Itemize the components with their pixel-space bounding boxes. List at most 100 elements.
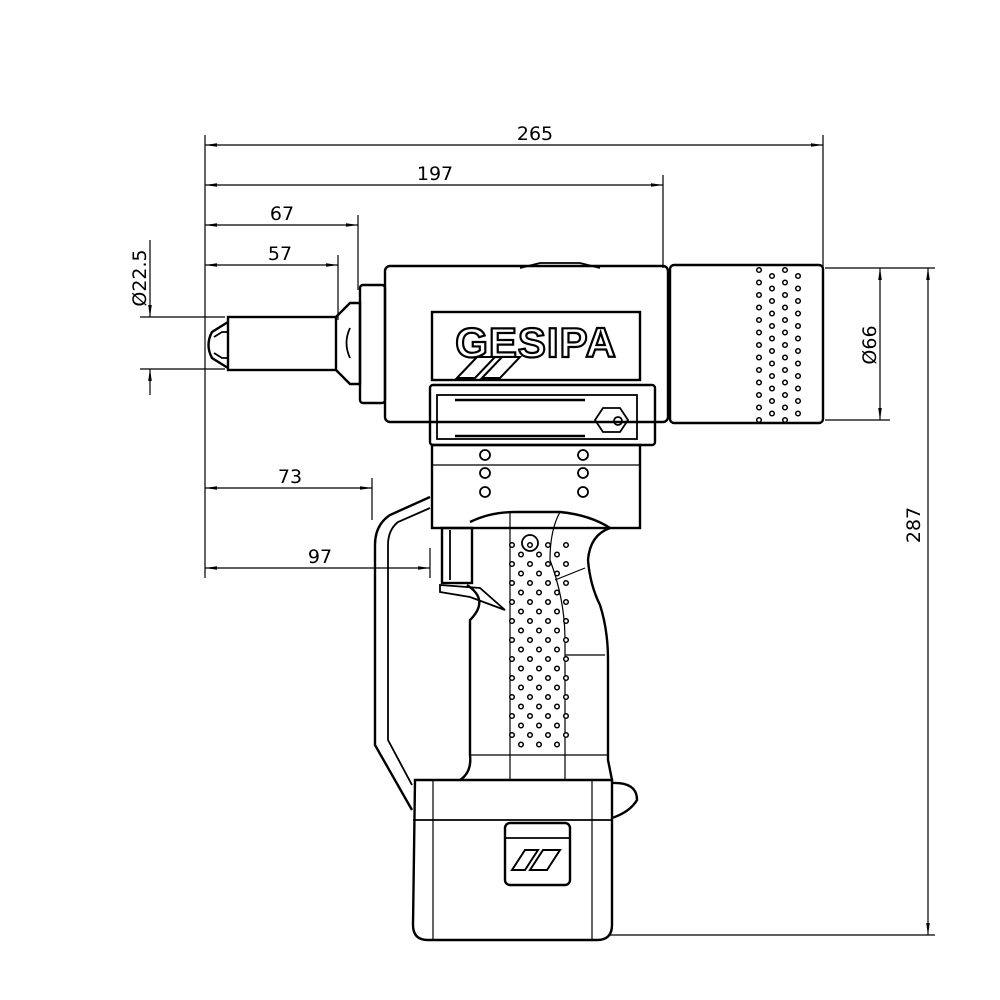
vent-hole <box>508 541 516 549</box>
vent-hole <box>768 372 776 380</box>
hex-bolt-icon <box>593 407 630 433</box>
trigger <box>439 584 506 611</box>
vent-hole <box>781 341 789 349</box>
vent-hole <box>517 570 525 577</box>
dim-label-97: 97 <box>308 546 332 568</box>
vent-hole <box>794 385 802 392</box>
vent-hole <box>544 636 552 644</box>
vent-hole <box>544 655 552 663</box>
vent-hole <box>553 703 561 710</box>
vent-hole <box>794 285 802 292</box>
vent-hole <box>794 360 802 367</box>
vent-hole <box>535 627 543 634</box>
vent-hole <box>526 636 534 644</box>
dim-label-cylinder-diameter: Ø66 <box>859 325 881 364</box>
vent-hole <box>781 329 789 336</box>
vent-hole <box>781 379 789 386</box>
vent-hole <box>544 541 552 549</box>
vent-hole <box>562 560 570 568</box>
vent-hole <box>755 354 763 361</box>
vent-hole <box>544 560 552 568</box>
cylinder-vent-holes <box>755 266 802 424</box>
vent-hole <box>553 741 561 748</box>
vent-hole <box>768 285 776 292</box>
battery-latch[interactable] <box>503 821 572 887</box>
vent-hole <box>553 722 561 729</box>
vent-hole <box>508 579 516 587</box>
vent-hole <box>781 404 789 411</box>
vent-hole <box>562 617 570 625</box>
vent-hole <box>755 379 763 386</box>
vent-hole <box>755 316 763 324</box>
vent-hole <box>768 272 776 280</box>
vent-hole <box>755 404 763 411</box>
vent-hole <box>768 410 776 417</box>
grip <box>439 510 614 781</box>
vent-hole <box>755 279 763 286</box>
vent-hole <box>517 627 525 634</box>
vent-hole <box>517 741 525 748</box>
vent-hole <box>562 636 570 644</box>
vent-hole <box>553 627 561 634</box>
cylinder <box>668 263 825 425</box>
vent-hole <box>755 304 763 311</box>
vent-hole <box>755 266 763 274</box>
dim-label-197: 197 <box>417 163 453 185</box>
vent-hole <box>508 617 516 625</box>
vent-hole <box>755 416 763 424</box>
vent-hole <box>544 712 552 720</box>
battery-logo-icon <box>510 849 562 871</box>
vent-hole <box>562 579 570 587</box>
vent-hole <box>781 391 789 399</box>
vent-hole <box>781 416 789 424</box>
vent-hole <box>768 360 776 367</box>
vent-hole <box>526 541 534 549</box>
vent-hole <box>526 655 534 663</box>
vent-hole <box>553 589 561 596</box>
vent-hole <box>794 410 802 417</box>
vent-hole <box>562 731 570 739</box>
vent-hole <box>562 674 570 682</box>
vent-hole <box>562 693 570 701</box>
vent-hole <box>562 541 570 549</box>
vent-hole <box>794 310 802 317</box>
head-block <box>428 383 657 530</box>
vent-hole <box>517 608 525 615</box>
vent-hole <box>526 712 534 720</box>
vent-hole <box>544 598 552 606</box>
vent-hole <box>508 655 516 663</box>
logo-slashes-icon <box>454 356 523 379</box>
vent-hole <box>517 684 525 691</box>
vent-hole <box>535 703 543 710</box>
vent-hole <box>781 279 789 286</box>
vent-hole <box>544 674 552 682</box>
vent-hole <box>544 731 552 739</box>
vent-hole <box>755 329 763 336</box>
vent-hole <box>535 684 543 691</box>
vent-hole <box>526 598 534 606</box>
hanger-hook <box>373 495 431 811</box>
vent-hole <box>508 598 516 606</box>
vent-hole <box>508 560 516 568</box>
dim-label-67: 67 <box>270 203 294 225</box>
vent-hole <box>535 741 543 748</box>
vent-hole <box>781 291 789 299</box>
vent-hole <box>535 608 543 615</box>
vent-hole <box>781 316 789 324</box>
vent-hole <box>562 655 570 663</box>
vent-hole <box>517 665 525 672</box>
tool-body: GESIPA <box>383 262 670 424</box>
vent-hole <box>755 341 763 349</box>
vent-hole <box>526 674 534 682</box>
dim-label-57: 57 <box>268 243 292 265</box>
vent-hole <box>562 598 570 606</box>
vent-hole <box>544 617 552 625</box>
vent-hole <box>517 589 525 596</box>
vent-hole <box>526 579 534 587</box>
vent-hole <box>794 272 802 280</box>
vent-hole <box>768 385 776 392</box>
vent-hole <box>553 646 561 653</box>
dim-label-265: 265 <box>517 123 553 145</box>
vent-hole <box>535 551 543 558</box>
vent-hole <box>535 646 543 653</box>
